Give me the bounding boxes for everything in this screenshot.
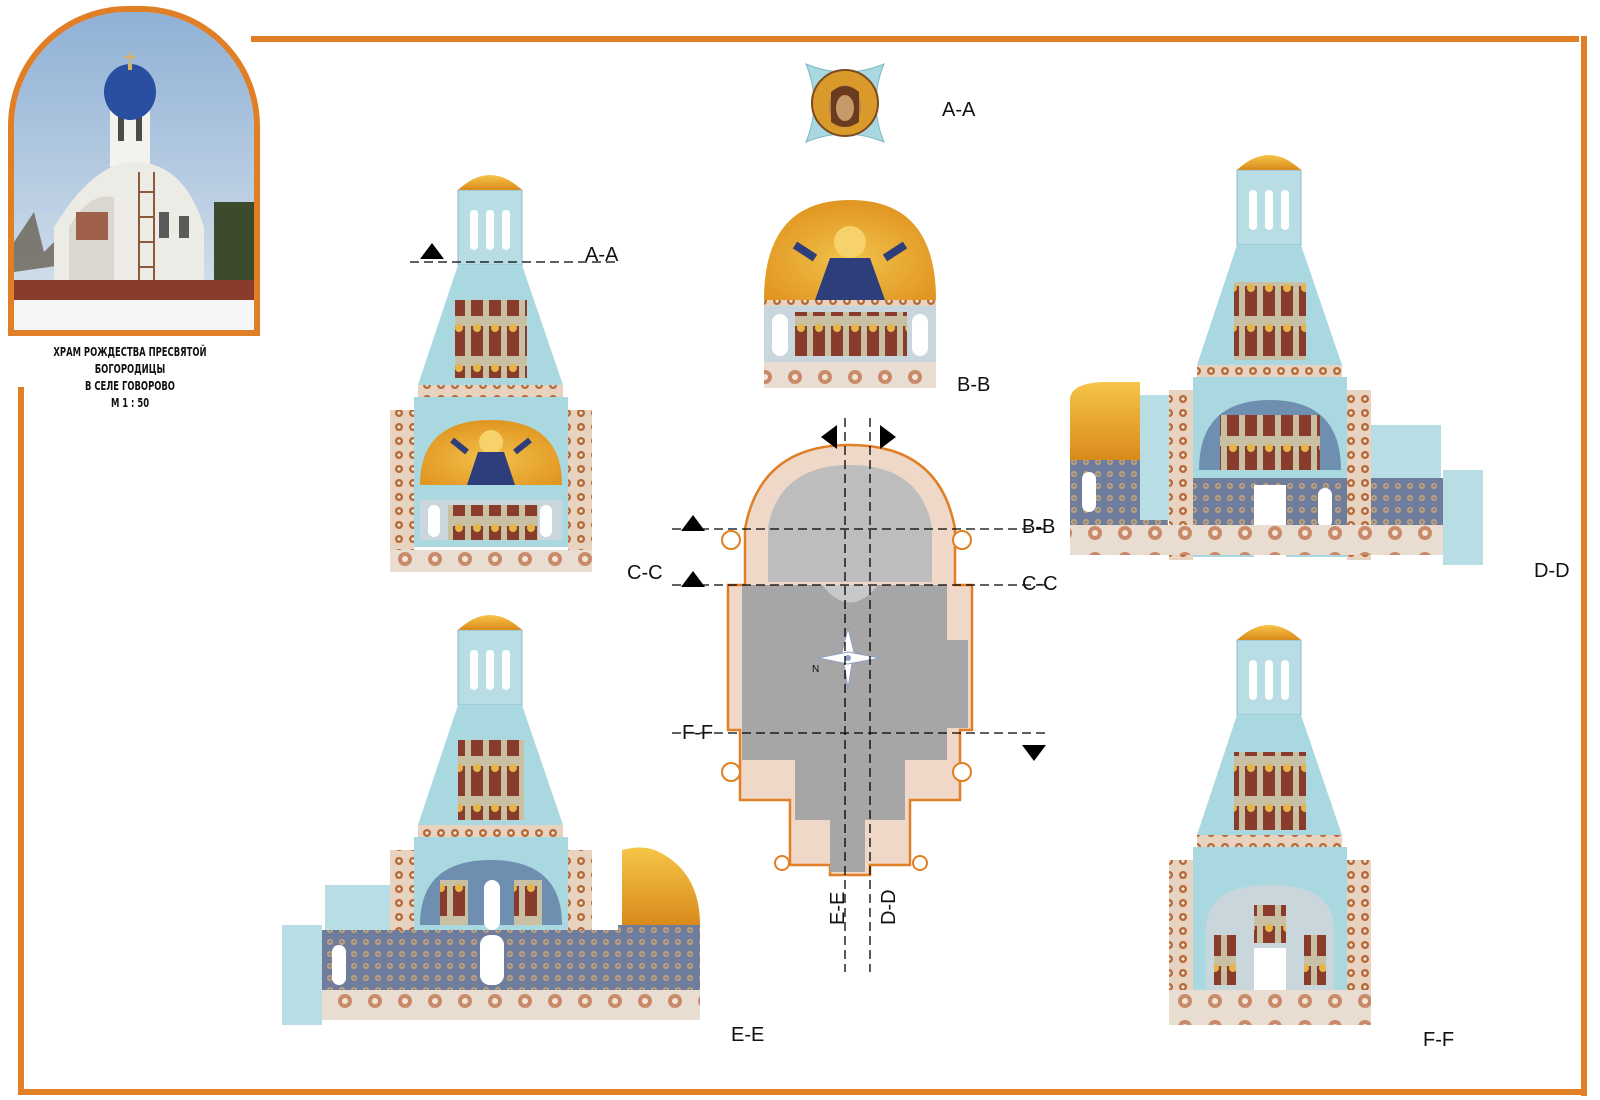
caption-scale: М 1 : 50: [110, 396, 150, 410]
drawing-caption: ХРАМ РОЖДЕСТВА ПРЕСВЯТОЙ БОГОРОДИЦЫ В СЕ…: [32, 344, 229, 412]
compass-north-label: N: [812, 664, 820, 675]
label-dd-plan: D-D: [878, 889, 900, 925]
label-bb: B-B: [957, 374, 991, 396]
frame-bottom-line: [18, 1089, 1587, 1095]
section-ff-elevation: [1169, 625, 1371, 1025]
label-cc: C-C: [627, 562, 663, 584]
church-photo: [8, 6, 260, 336]
frame-top-line: [251, 36, 1579, 42]
section-bb-elevation: [764, 200, 936, 388]
section-ee-elevation: [282, 615, 700, 1025]
floor-plan: [410, 243, 1048, 972]
section-dd-elevation: [1070, 155, 1483, 565]
caption-location: В СЕЛЕ ГОВОРОВО: [85, 379, 175, 393]
label-ff: F-F: [1423, 1029, 1455, 1051]
section-aa-dome-icon: [805, 63, 885, 143]
label-dd: D-D: [1534, 560, 1570, 582]
label-ff-plan: F-F: [682, 722, 714, 744]
label-bb-plan: B-B: [1022, 516, 1056, 538]
label-ee: E-E: [731, 1024, 765, 1046]
label-aa-dome: A-A: [942, 99, 976, 121]
frame-left-line: [18, 387, 24, 1095]
frame-right-line: [1581, 36, 1587, 1096]
label-cc-plan: C-C: [1022, 573, 1058, 595]
label-ee-plan: E-E: [827, 891, 849, 925]
caption-title: ХРАМ РОЖДЕСТВА ПРЕСВЯТОЙ БОГОРОДИЦЫ: [53, 345, 207, 376]
label-aa-cut: A-A: [585, 244, 619, 266]
section-cc-elevation: [390, 175, 592, 572]
